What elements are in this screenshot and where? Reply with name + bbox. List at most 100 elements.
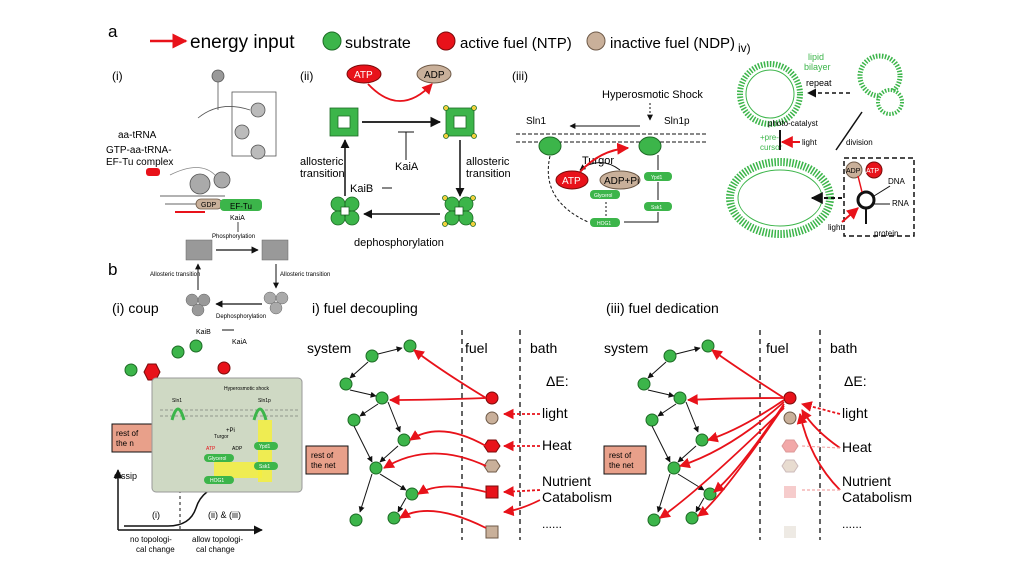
ypd1-pill xyxy=(644,172,672,181)
allosteric-left-small: Allosteric transition xyxy=(150,272,200,278)
hog1-label: HOG1 xyxy=(597,221,611,227)
atp-iii-label: ATP xyxy=(562,176,581,187)
kai-hexamer-bottom-left xyxy=(185,293,211,317)
legend: energy input substrate active fuel (NTP)… xyxy=(150,31,735,53)
allow-topo-label: allow topologi-cal change xyxy=(192,535,243,554)
decoupling-nutrient: Nutrient xyxy=(542,473,591,489)
decoupling-catabolism: Catabolism xyxy=(542,489,612,505)
glycerol-pill xyxy=(590,190,620,199)
decoupling-title: i) fuel decoupling xyxy=(312,300,418,316)
sln1p-receptor xyxy=(638,136,662,156)
legend-energy-input: energy input xyxy=(190,32,295,53)
repeat-label: repeat xyxy=(806,78,832,88)
ssk1-pill xyxy=(644,202,672,211)
dedication-nutrient: Nutrient xyxy=(842,473,891,489)
panel-a-i: (i) aa-tRNA GTP-aa-tRNA- EF-Tu complex G… xyxy=(106,69,330,346)
i-coup-title: (i) coup xyxy=(112,300,159,316)
inset-adp: ADP xyxy=(232,446,243,452)
vesicle-right-bottom xyxy=(876,88,904,116)
protein-label: protein xyxy=(874,229,898,238)
gtp-label-2: EF-Tu complex xyxy=(106,157,173,168)
decoupling-light: light xyxy=(542,405,568,421)
panel-a-iii-label: (iii) xyxy=(512,69,528,83)
glycerol-label: Glycerol xyxy=(594,193,612,199)
ribosome-cycle-sketch xyxy=(160,69,277,205)
inset-glycerol: Glycerol xyxy=(208,456,226,462)
legend-inactive-fuel: inactive fuel (NDP) xyxy=(610,35,735,52)
phosphorylation-label: Phosphorylation xyxy=(212,234,255,240)
decoupling-bath: bath xyxy=(530,340,557,356)
rna-label: RNA xyxy=(892,199,910,208)
ef-tu-pill xyxy=(220,199,262,211)
inset-hog1: HOG1 xyxy=(210,478,224,484)
decoupling-fuel: fuel xyxy=(465,340,488,356)
sln1p-label: Sln1p xyxy=(664,116,690,127)
aa-trna-label: aa-tRNA xyxy=(118,130,157,141)
inset-ssk1: Ssk1 xyxy=(259,464,270,470)
gdp-label: GDP xyxy=(201,202,217,209)
panel-label-b: b xyxy=(108,260,117,279)
inset-sln1: Sln1 xyxy=(172,398,182,404)
adp-label: ADP xyxy=(424,70,445,81)
dissip-label: dissip xyxy=(114,471,137,481)
kaic-hexamer-tl xyxy=(329,107,359,137)
ef-tu-red-blob xyxy=(146,168,160,176)
kai-hexamer-bottom-right xyxy=(263,291,289,315)
adp-pi-iii xyxy=(599,170,641,190)
inset-turgor: Turgor xyxy=(214,434,229,440)
kai-hexamer-top-right xyxy=(261,239,289,261)
panel-a-iv-label: iv) xyxy=(738,41,751,55)
gtp-label-1: GTP-aa-tRNA- xyxy=(106,145,172,156)
panel-b-dedication: (iii) fuel dedication system fuel bath Δ… xyxy=(603,300,912,540)
sln1-label: Sln1 xyxy=(526,116,546,127)
inset-atp: ATP xyxy=(206,446,216,452)
vesicle-big xyxy=(726,158,834,238)
protocell-box xyxy=(843,157,915,237)
inset-ypd1: Ypd1 xyxy=(259,444,271,450)
atp-iv xyxy=(865,161,883,179)
inactive-fuel-icon xyxy=(586,31,606,51)
division-label: division xyxy=(846,138,873,147)
no-topo-label: no topologi-cal change xyxy=(130,535,175,554)
adp-oval xyxy=(416,64,452,84)
inset-sln1p: Sln1p xyxy=(258,398,271,404)
precursor-label: +pre-cursor xyxy=(760,133,783,152)
kaia-ii: KaiA xyxy=(395,161,419,173)
panel-a-ii-label: (ii) xyxy=(300,69,313,83)
hog1-pill xyxy=(590,218,620,227)
adp-iv xyxy=(845,161,863,179)
legend-active-fuel: active fuel (NTP) xyxy=(460,35,572,52)
atp-oval xyxy=(346,64,382,84)
axis-i: (i) xyxy=(152,510,160,520)
kaic-hexamer-bl xyxy=(330,196,360,226)
ypd1-label: Ypd1 xyxy=(651,175,663,181)
decoupling-system: system xyxy=(307,340,351,356)
active-fuel-icon xyxy=(436,31,456,51)
ssk1-label: Ssk1 xyxy=(651,205,662,211)
atp-iv-label: ATP xyxy=(866,168,879,175)
substrate-icon xyxy=(322,31,342,51)
panel-a-iii: (iii) Hyperosmotic Shock Sln1 Sln1p Turg… xyxy=(512,69,706,227)
inset-hyperosmotic: Hyperosmotic shock xyxy=(224,386,270,392)
dedication-fuel: fuel xyxy=(766,340,789,356)
kaib-ii: KaiB xyxy=(350,183,373,195)
dna-label: DNA xyxy=(888,177,906,186)
hyperosmotic-label: Hyperosmotic Shock xyxy=(602,89,703,101)
kaic-hexamer-br xyxy=(442,195,476,227)
sln1-receptor xyxy=(538,136,562,156)
kaia-top: KaiA xyxy=(230,215,245,222)
dephosphorylation-ii: dephosphorylation xyxy=(354,237,444,249)
dedication-heat: Heat xyxy=(842,439,872,455)
photo-catalyst: photo-catalyst xyxy=(768,119,819,128)
light-bottom: light xyxy=(828,223,843,232)
adp-pi-label: ADP+Pi xyxy=(604,176,639,187)
kaic-hexamer-tr xyxy=(443,105,477,139)
rest-net-dedication xyxy=(603,445,647,475)
